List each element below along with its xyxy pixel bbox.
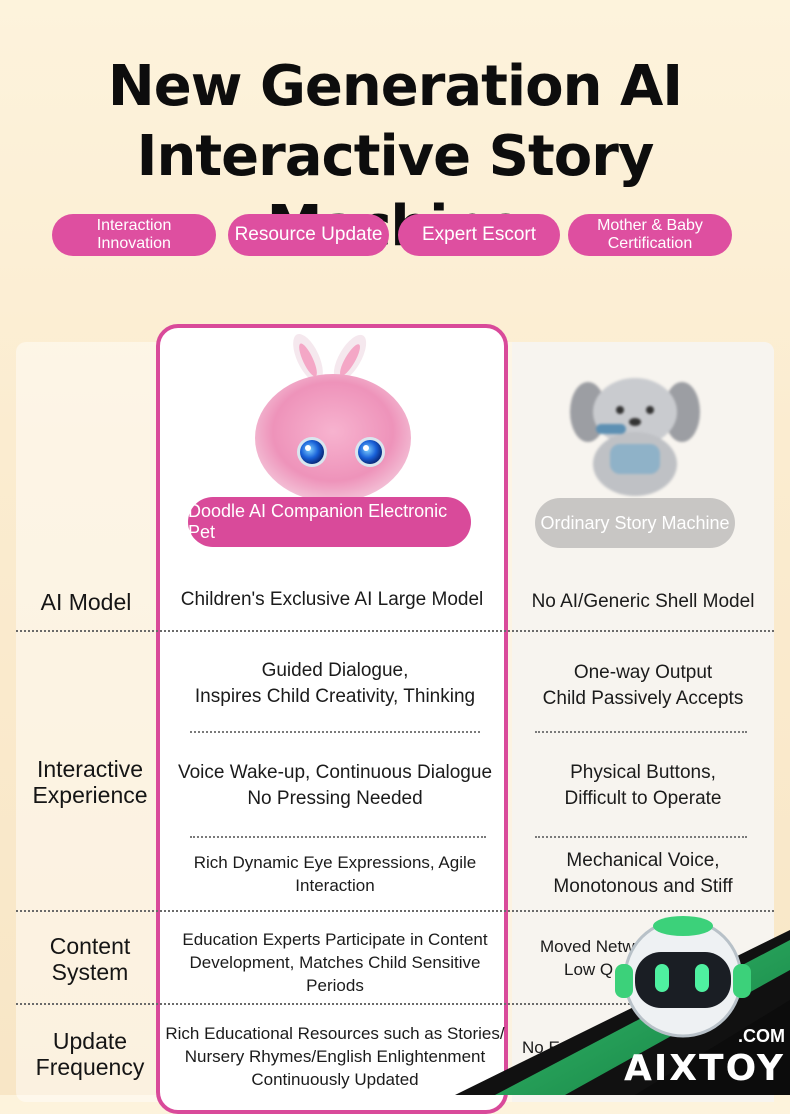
row-label-line-2: System: [51, 959, 129, 985]
featured-product-label: Doodle AI Companion Electronic Pet: [188, 497, 471, 547]
featured-interactive-2-line-2: No Pressing Needed: [247, 788, 423, 809]
featured-interactive-2-line-1: Voice Wake-up, Continuous Dialogue: [177, 762, 493, 783]
row-label-interactive-experience: Interactive Experience: [16, 752, 164, 812]
row-label-line-1: Content: [49, 933, 131, 959]
featured-content-line-3: Periods: [306, 975, 364, 995]
row-label-line-2: Experience: [32, 782, 148, 808]
row-label-line-2: Frequency: [35, 1054, 145, 1080]
row-label-update-frequency: Update Frequency: [16, 1025, 164, 1083]
featured-update-line-2: Nursery Rhymes/English Enlightenment: [184, 1046, 486, 1066]
aixtoy-watermark: .COM AIXTOY: [455, 916, 790, 1095]
featured-interactive-3: Rich Dynamic Eye Expressions, Agile Inte…: [193, 853, 477, 895]
ordinary-interactive-1-line-1: One-way Output: [573, 662, 713, 683]
ordinary-interactive-3-line-1: Mechanical Voice,: [566, 850, 720, 871]
ordinary-interactive-3: Mechanical Voice, Monotonous and Stiff: [512, 846, 774, 902]
ordinary-interactive-1-line-2: Child Passively Accepts: [542, 688, 744, 709]
page-title: New Generation AI Interactive Story Mach…: [0, 52, 790, 262]
featured-update-line-3: Continuously Updated: [251, 1069, 419, 1089]
watermark-suffix: .COM: [738, 1026, 785, 1046]
row-label-line-1: Interactive: [36, 756, 144, 782]
sub-divider: [535, 836, 747, 838]
featured-content-line-1: Education Experts Participate in Content: [182, 929, 488, 949]
row-divider: [16, 630, 774, 632]
tag-expert-escort: Expert Escort: [398, 214, 560, 256]
featured-interactive-2: Voice Wake-up, Continuous Dialogue No Pr…: [160, 758, 510, 814]
tag-cert-line-1: Mother & Baby: [597, 217, 703, 234]
ordinary-ai-model: No AI/Generic Shell Model: [531, 591, 755, 612]
gray-dog-image: [570, 378, 700, 496]
tag-mother-baby-certification: Mother & Baby Certification: [568, 214, 732, 256]
row-divider: [16, 910, 774, 912]
ordinary-content-line-1: Moved Netw: [540, 937, 635, 956]
ordinary-interactive-2-line-2: Difficult to Operate: [564, 788, 722, 809]
watermark-brand: AIXTOY: [624, 1048, 785, 1089]
ordinary-interactive-1: One-way Output Child Passively Accepts: [512, 658, 774, 714]
row-label-content-system: Content System: [16, 930, 164, 988]
featured-update-frequency: Rich Educational Resources such as Stori…: [160, 1020, 510, 1092]
featured-interactive-1-line-2: Inspires Child Creativity, Thinking: [194, 686, 476, 707]
row-label-line-1: Update: [52, 1028, 128, 1054]
ordinary-content-system: Moved Netw Low Q: [512, 932, 712, 984]
tag-cert-line-2: Certification: [607, 235, 693, 252]
ordinary-interactive-3-line-2: Monotonous and Stiff: [553, 876, 733, 897]
title-line-1: New Generation AI: [107, 54, 683, 119]
ordinary-interactive-2: Physical Buttons, Difficult to Operate: [512, 758, 774, 814]
sub-divider: [190, 836, 486, 838]
ordinary-interactive-2-line-1: Physical Buttons,: [570, 762, 716, 783]
featured-update-line-1: Rich Educational Resources such as Stori…: [165, 1023, 505, 1043]
sub-divider: [535, 731, 747, 733]
ordinary-content-line-2: Low Q: [564, 960, 614, 979]
tag-resource-update: Resource Update: [228, 214, 389, 256]
featured-interactive-1: Guided Dialogue, Inspires Child Creativi…: [160, 656, 510, 712]
featured-content-system: Education Experts Participate in Content…: [160, 926, 510, 998]
featured-interactive-1-line-1: Guided Dialogue,: [261, 660, 409, 681]
featured-ai-model: Children's Exclusive AI Large Model: [180, 589, 484, 610]
tag-interaction-innovation: Interaction Innovation: [52, 214, 216, 256]
feature-tags: Interaction Innovation Resource Update E…: [0, 214, 790, 256]
row-label-ai-model: AI Model: [40, 589, 132, 615]
robot-mascot-icon: [615, 916, 751, 1038]
featured-content-line-2: Development, Matches Child Sensitive: [189, 952, 481, 972]
pink-pet-image: [255, 333, 411, 502]
ordinary-product-label: Ordinary Story Machine: [535, 498, 735, 548]
sub-divider: [190, 731, 480, 733]
row-divider: [16, 1003, 774, 1005]
